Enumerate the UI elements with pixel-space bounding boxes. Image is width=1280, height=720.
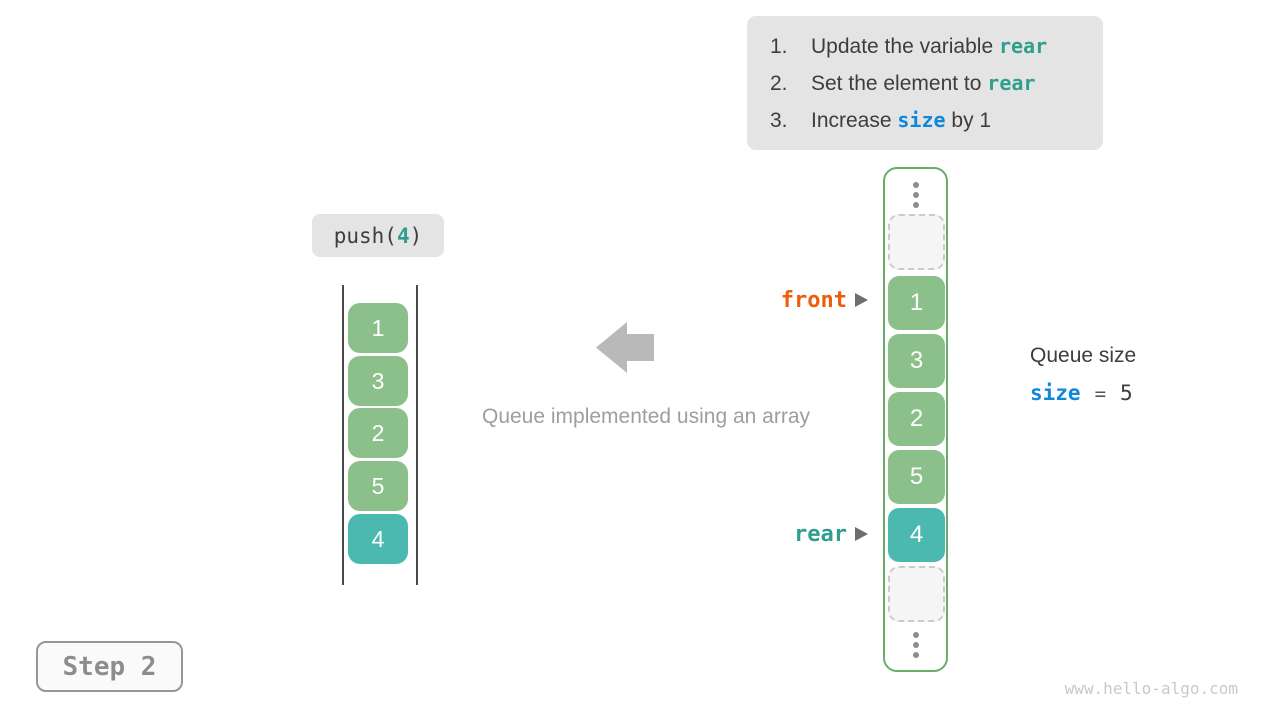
push-fn-text: push(: [333, 223, 397, 248]
watermark: www.hello-algo.com: [1064, 679, 1238, 698]
code-token-rear: rear: [987, 70, 1036, 95]
queue-cell-pushed: 4: [348, 514, 408, 564]
rear-pointer: rear: [700, 521, 868, 547]
queue-cell: 5: [348, 461, 408, 511]
queue-cell: 3: [348, 356, 408, 406]
step-text: Update the variable rear: [811, 33, 1048, 58]
dot: [912, 632, 919, 638]
array-cell-rear-pushed: 4: [888, 508, 945, 562]
push-operation-label: push(4): [312, 214, 444, 257]
step-number: 2.: [770, 71, 788, 95]
rear-pointer-label: rear: [794, 521, 847, 547]
size-value: 5: [1120, 381, 1133, 405]
push-close-paren: ): [409, 223, 423, 248]
code-token-size: size: [897, 107, 946, 132]
dot: [912, 182, 919, 188]
step-text: Set the element to rear: [811, 70, 1036, 95]
front-pointer: front: [700, 287, 868, 313]
dot: [912, 652, 919, 658]
equals-sign: =: [1094, 383, 1107, 405]
instruction-step-2: 2. Set the element to rear: [770, 65, 1103, 102]
queue-right-wall: [416, 285, 418, 585]
step-number: 1.: [770, 34, 788, 58]
ellipsis-bottom-icon: [885, 632, 946, 658]
array-container: 1 3 2 5 4: [883, 167, 948, 672]
diagram-caption: Queue implemented using an array: [481, 405, 811, 428]
queue-size-annotation: Queue size size = 5: [1030, 344, 1136, 405]
dot: [912, 192, 919, 198]
queue-cell: 2: [348, 408, 408, 458]
instruction-step-1: 1. Update the variable rear: [770, 28, 1103, 65]
pointer-arrow-icon: [855, 293, 868, 307]
size-variable: size: [1030, 381, 1081, 405]
array-cell: 2: [888, 392, 945, 446]
queue-cell: 1: [348, 303, 408, 353]
front-pointer-label: front: [780, 287, 847, 313]
ellipsis-top-icon: [885, 182, 946, 208]
code-token-rear: rear: [998, 33, 1048, 58]
queue-left-wall: [342, 285, 344, 585]
array-cell: 3: [888, 334, 945, 388]
instruction-step-3: 3. Increase size by 1: [770, 102, 1103, 139]
dot: [912, 202, 919, 208]
push-arg-value: 4: [396, 223, 410, 248]
pointer-arrow-icon: [855, 527, 868, 541]
array-cell: 5: [888, 450, 945, 504]
array-empty-slot: [888, 214, 945, 270]
queue-size-expression: size = 5: [1030, 381, 1136, 405]
instruction-box: 1. Update the variable rear 2. Set the e…: [747, 16, 1103, 150]
dot: [912, 642, 919, 648]
array-cell-front: 1: [888, 276, 945, 330]
queue-size-title: Queue size: [1030, 344, 1137, 367]
left-arrow-icon: [596, 322, 654, 373]
array-empty-slot: [888, 566, 945, 622]
step-number: 3.: [770, 108, 788, 132]
step-text: Increase size by 1: [811, 107, 992, 132]
step-badge: Step 2: [36, 641, 183, 692]
